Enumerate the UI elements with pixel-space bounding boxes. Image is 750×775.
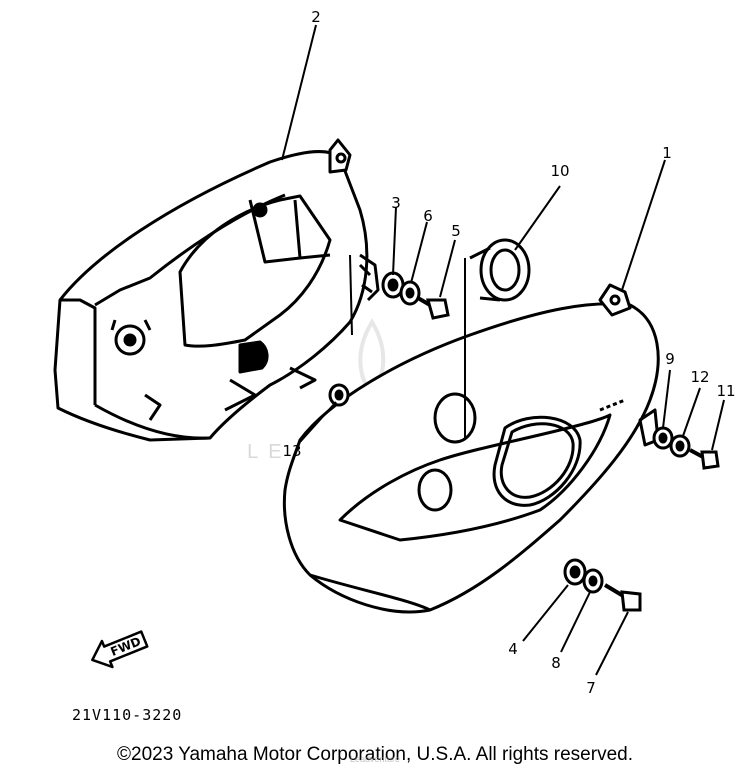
lock-washer-part-8 <box>582 568 604 594</box>
part-code: 21V110-3220 <box>72 706 182 724</box>
outer-cover-part <box>282 283 660 614</box>
callout-4: 4 <box>508 640 518 658</box>
callout-8: 8 <box>551 654 561 672</box>
lock-washer-part-12 <box>669 434 691 458</box>
fwd-arrow: FWD <box>91 630 149 669</box>
callout-3: 3 <box>391 194 401 212</box>
parts-diagram: LEADVENTURE <box>53 8 736 724</box>
callout-6: 6 <box>423 207 433 225</box>
oil-seal-part <box>469 238 531 302</box>
callout-1: 1 <box>662 144 672 162</box>
copyright-notice: ©2023 Yamaha Motor Corporation, U.S.A. A… <box>117 744 633 765</box>
leader-lines <box>281 24 725 676</box>
callout-13: 13 <box>282 442 301 460</box>
callout-11: 11 <box>716 382 735 400</box>
callout-10: 10 <box>550 162 569 180</box>
bolt-part-5 <box>416 296 450 320</box>
callout-9: 9 <box>665 350 675 368</box>
washer-part-9 <box>652 426 674 450</box>
callout-12: 12 <box>690 368 709 386</box>
callout-5: 5 <box>451 222 461 240</box>
callout-2: 2 <box>311 8 321 26</box>
washer-part-13 <box>328 383 350 407</box>
lock-washer-part-6 <box>399 280 421 306</box>
callout-7: 7 <box>586 679 596 697</box>
bolt-part-7 <box>603 583 642 612</box>
bolt-part-11 <box>689 448 720 470</box>
inner-cover-part <box>53 138 380 442</box>
washer-part-4 <box>563 558 587 586</box>
